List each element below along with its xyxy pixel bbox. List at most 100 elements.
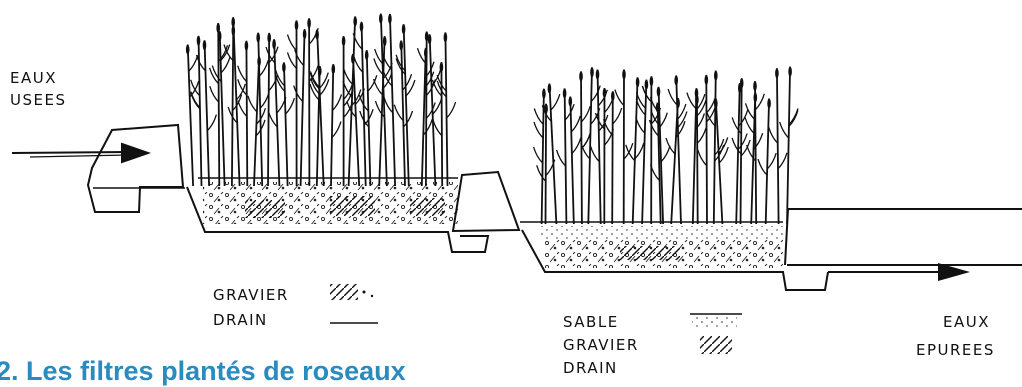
reed-plume [548, 84, 552, 94]
reed-leaf [537, 165, 546, 181]
reed-plume [714, 99, 718, 109]
reed-stalk [741, 78, 742, 224]
reed-leaf [557, 150, 566, 166]
reed-leaf [374, 79, 383, 95]
reed-stalk [218, 23, 219, 186]
reed-leaf [294, 86, 303, 102]
reed-plume [740, 78, 744, 88]
reed-plume [428, 34, 432, 44]
outlet-block [785, 209, 1022, 265]
reed-stalk [736, 83, 740, 224]
inflow-label: EAUX USEES [10, 69, 66, 109]
reed-plume [282, 62, 286, 72]
inflow-label-line2: USEES [10, 91, 66, 109]
reed-stalk [787, 67, 790, 224]
reed-stalk [331, 64, 333, 186]
stage1-basin [187, 178, 488, 252]
reed-leaf [212, 66, 221, 82]
reed-plume [611, 91, 615, 101]
reed-leaf [780, 122, 789, 138]
reed-plume [402, 24, 406, 34]
reed-plume [622, 70, 626, 80]
reed-stalk [441, 62, 442, 186]
reed-leaf [637, 92, 646, 108]
reed-leaf [534, 122, 543, 138]
reed-plume [303, 29, 307, 39]
reed-plume [563, 88, 567, 98]
reed-plume [399, 41, 403, 51]
reed-leaf [613, 108, 622, 124]
reed-stalk [232, 26, 233, 186]
reed-leaf [719, 147, 728, 163]
reed-plume [383, 36, 387, 46]
reed-leaf [333, 94, 342, 110]
reed-leaf [269, 47, 278, 63]
reed-plume [788, 67, 792, 77]
reed-stalk [349, 16, 356, 186]
reed-leaf [615, 90, 624, 106]
reed-leaf [767, 153, 776, 169]
reed-stalk [766, 99, 769, 225]
reed-plume [440, 62, 444, 72]
reed-plume [590, 67, 594, 77]
reed-leaf [207, 115, 216, 131]
legend-stage2-sable-label: SABLE [563, 313, 619, 331]
reed-plume [218, 31, 222, 41]
reed-stalk [755, 81, 756, 224]
reed-stalk [284, 62, 288, 186]
reed-leaf [426, 103, 435, 119]
reed-plume [307, 18, 311, 28]
reed-plume [636, 77, 640, 87]
stage1-gravel-hatch-1 [245, 200, 285, 218]
reed-leaf [288, 52, 297, 68]
reed-plume [197, 36, 201, 46]
reed-stalk [714, 71, 716, 224]
legend-stage2-sable-swatch [692, 317, 737, 327]
reed-stalk [598, 70, 601, 225]
stage2-gravel-hatch [620, 246, 680, 260]
reed-leaf [738, 134, 747, 150]
reed-leaf [732, 138, 741, 154]
stage1-gravel-hatch-2 [330, 196, 375, 216]
reed-leaf [668, 89, 677, 105]
reed-plume [342, 36, 346, 46]
reed-leaf [238, 101, 247, 117]
reed-leaf [374, 58, 383, 74]
reed-stalk [205, 40, 210, 186]
outflow-label: EAUX EPUREES [916, 313, 995, 359]
reed-stalk [706, 75, 707, 224]
legend-stage2-gravier-label: GRAVIER [563, 336, 639, 354]
legend-stage2: SABLE GRAVIER DRAIN [563, 313, 742, 377]
stage1-gravel-hatch-3 [410, 198, 445, 216]
reed-stalk [199, 36, 202, 186]
reed-leaf [745, 118, 754, 134]
inflow-arrow [12, 144, 148, 162]
reed-plume [332, 64, 336, 74]
reed-leaf [551, 94, 560, 110]
reed-leaf [332, 122, 341, 138]
reed-leaf [789, 108, 798, 124]
reed-plume [596, 70, 600, 80]
reed-leaf [565, 104, 574, 120]
reed-plume [674, 75, 678, 85]
reed-leaf [678, 112, 687, 128]
reed-leaf [741, 140, 750, 156]
reed-leaf [581, 106, 590, 122]
reed-leaf [636, 117, 645, 133]
reed-plume [444, 32, 448, 42]
reed-stalk [246, 41, 247, 186]
reed-stalk [445, 32, 447, 186]
reed-leaf [406, 80, 415, 96]
reed-plume [645, 80, 649, 90]
reed-stalk [301, 29, 305, 186]
legend-stage1-gravier-dot-2 [371, 295, 373, 297]
separation-berm [453, 172, 519, 231]
reed-plume [353, 16, 357, 26]
legend-stage2-drain-label: DRAIN [563, 359, 618, 377]
legend-stage1-gravier-dot [363, 291, 366, 294]
reed-plume [295, 20, 299, 30]
reed-leaf [384, 97, 393, 113]
reed-stalk [588, 67, 592, 224]
reed-leaf [572, 138, 581, 154]
reed-plume [245, 41, 249, 51]
